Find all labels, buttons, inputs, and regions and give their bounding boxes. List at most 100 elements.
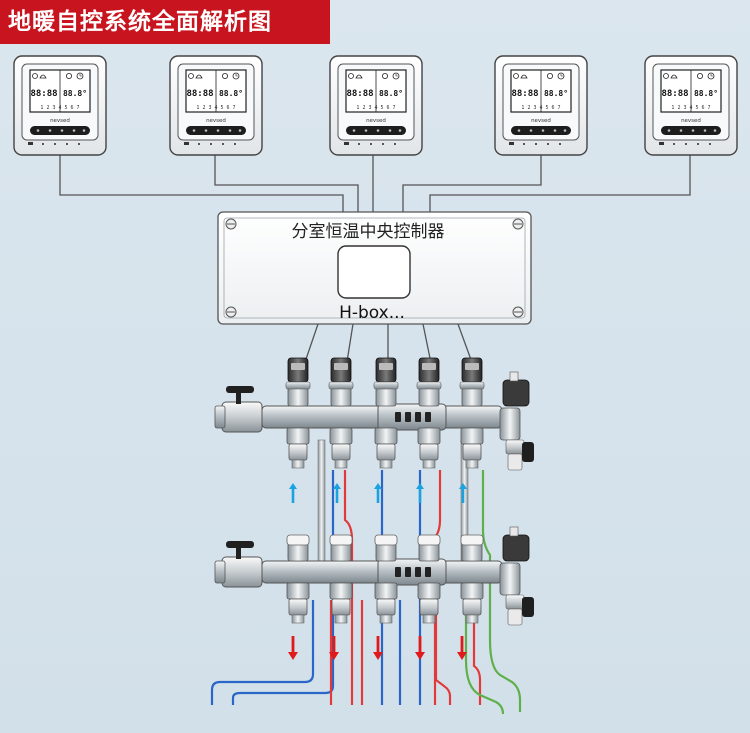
sun-icon: [188, 73, 194, 79]
controller-name: 分室恒温中央控制器: [292, 222, 445, 242]
valve-handle: [226, 386, 254, 393]
lcd-time-digits: 88:88: [30, 89, 57, 99]
button-bar: [186, 126, 246, 135]
brand-label: nevsed: [206, 118, 226, 124]
room-thermostat: 88:88 88.8° 1 2 3 4 5 6 7 nevsed: [169, 55, 263, 156]
auto-air-vent: [502, 379, 530, 407]
manifold-port: [328, 357, 354, 469]
moon-icon: [39, 74, 47, 79]
moon-icon: [355, 74, 363, 79]
manifold-port: [373, 357, 399, 469]
thermal-actuator: [328, 357, 354, 390]
hex-nut: [376, 598, 396, 616]
manual-cap: [329, 534, 353, 546]
manifold-port: [374, 534, 398, 624]
lcd-day-row: 1 2 3 4 5 6 7: [671, 105, 710, 111]
lcd-time-digits: 88:88: [186, 89, 213, 99]
flame-icon: [697, 72, 704, 79]
clock-icon: [76, 72, 84, 80]
flame-icon: [222, 72, 229, 79]
supply-flow-arrow-icon: [333, 483, 341, 503]
central-controller: 分室恒温中央控制器 H-box...: [217, 211, 532, 325]
thermal-actuator: [459, 357, 485, 390]
button-bar: [511, 126, 571, 135]
brand-label: nevsed: [50, 118, 70, 124]
page-title: 地暖自控系统全面解析图: [0, 0, 330, 44]
manual-cap: [286, 534, 310, 546]
return-flow-arrow-icon: [373, 636, 383, 660]
lcd-temp-digits: 88.8°: [694, 89, 718, 98]
clock-icon: [557, 72, 565, 80]
brand-label: nevsed: [531, 118, 551, 124]
manual-cap: [374, 534, 398, 546]
hex-nut: [462, 598, 482, 616]
manifold-port: [329, 534, 353, 624]
moon-icon: [520, 74, 528, 79]
lcd-temp-digits: 88.8°: [379, 89, 403, 98]
manifold-port: [285, 357, 311, 469]
button-bar: [30, 126, 90, 135]
valve-handle: [226, 541, 254, 548]
flame-icon: [382, 72, 389, 79]
loop-green-return: [464, 600, 505, 715]
thermal-actuator: [373, 357, 399, 390]
manual-cap: [417, 534, 441, 546]
loop-blue-1-supply: [231, 470, 335, 705]
supply-flow-arrow-icon: [459, 483, 467, 503]
sun-icon: [513, 73, 519, 79]
auto-air-vent: [502, 534, 530, 562]
button-bar: [346, 126, 406, 135]
manifold-port: [460, 534, 484, 624]
manual-cap: [460, 534, 484, 546]
moon-icon: [195, 74, 203, 79]
brand-label: nevsed: [366, 118, 386, 124]
controller-display-window: [337, 245, 411, 299]
manifold-port: [459, 357, 485, 469]
supply-manifold: [214, 357, 534, 471]
room-thermostat: 88:88 88.8° 1 2 3 4 5 6 7 nevsed: [494, 55, 588, 156]
wire-2: [214, 155, 359, 212]
return-flow-arrow-icon: [288, 636, 298, 660]
wire-1: [59, 155, 344, 212]
manifold-port: [416, 357, 442, 469]
hex-nut: [376, 443, 396, 461]
supply-flow-arrow-icon: [416, 483, 424, 503]
screw-icon: [225, 218, 524, 318]
sun-icon: [663, 73, 669, 79]
wire-4: [402, 155, 542, 212]
hex-nut: [288, 598, 308, 616]
lcd-day-row: 1 2 3 4 5 6 7: [40, 105, 79, 111]
lcd-temp-digits: 88.8°: [63, 89, 87, 98]
hex-nut: [462, 443, 482, 461]
button-bar: [661, 126, 721, 135]
hex-nut: [419, 443, 439, 461]
wire-5: [429, 155, 691, 212]
clock-icon: [232, 72, 240, 80]
hex-nut: [288, 443, 308, 461]
lcd-time-digits: 88:88: [511, 89, 538, 99]
lcd-temp-digits: 88.8°: [219, 89, 243, 98]
moon-icon: [670, 74, 678, 79]
lcd-day-row: 1 2 3 4 5 6 7: [521, 105, 560, 111]
lcd-day-row: 1 2 3 4 5 6 7: [196, 105, 235, 111]
hex-nut: [419, 598, 439, 616]
hex-nut: [331, 443, 351, 461]
return-manifold: [214, 526, 534, 626]
controller-model: H-box...: [339, 303, 405, 323]
thermal-actuator: [285, 357, 311, 390]
air-vent-drain-assembly: [499, 371, 534, 471]
thermostat-row: 88:88 88.8° 1 2 3 4 5 6 7 nevsed 88:88 88.8° 1…: [13, 55, 738, 156]
sun-icon: [32, 73, 38, 79]
clock-icon: [392, 72, 400, 80]
return-flow-arrow-icon: [329, 636, 339, 660]
clock-icon: [707, 72, 715, 80]
room-thermostat: 88:88 88.8° 1 2 3 4 5 6 7 nevsed: [13, 55, 107, 156]
lcd-temp-digits: 88.8°: [544, 89, 568, 98]
lcd-time-digits: 88:88: [346, 89, 373, 99]
drain-valve: [507, 608, 523, 626]
drain-valve: [507, 453, 523, 471]
loop-red-5: [472, 600, 482, 705]
